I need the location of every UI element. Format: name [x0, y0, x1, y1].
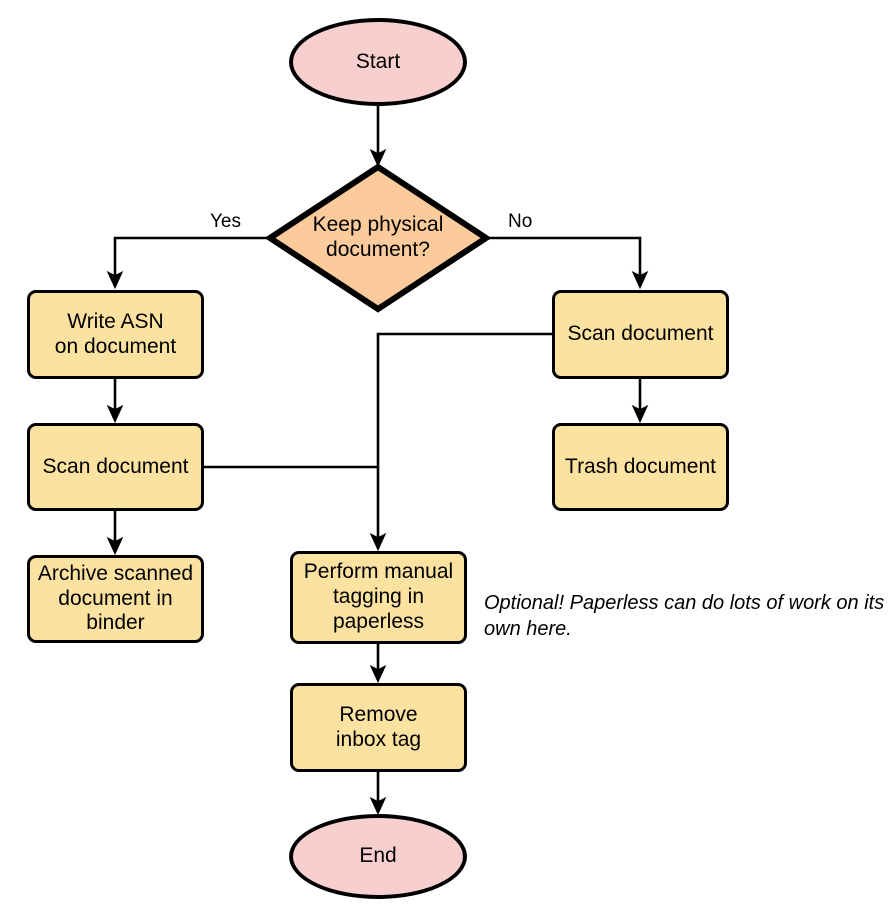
node-end[interactable]: End: [289, 814, 467, 899]
node-decision-label: Keep physical document?: [312, 213, 444, 261]
diamond-shape: [266, 163, 490, 313]
edge-scan-right-to-tagging: [369, 332, 552, 552]
node-remove-inbox-tag[interactable]: Remove inbox tag: [290, 683, 467, 772]
node-scan-document-right[interactable]: Scan document: [552, 290, 729, 379]
node-archive-scanned-document-in-binder[interactable]: Archive scanned document in binder: [27, 555, 204, 643]
edge-decision-to-scan-right: [488, 236, 649, 290]
node-scan-document-left[interactable]: Scan document: [27, 423, 204, 511]
edge-label-no: No: [508, 211, 533, 232]
edge-decision-to-write-asn: [106, 236, 268, 290]
annotation-optional-note: Optional! Paperless can do lots of work …: [484, 592, 885, 640]
node-start[interactable]: Start: [289, 18, 467, 106]
node-write-asn-on-document[interactable]: Write ASN on document: [27, 290, 204, 379]
node-trash-document[interactable]: Trash document: [552, 423, 729, 511]
node-perform-manual-tagging-in-paperless[interactable]: Perform manual tagging in paperless: [290, 551, 467, 644]
node-decision-keep-physical-document[interactable]: Keep physical document?: [266, 163, 490, 313]
edge-label-yes: Yes: [210, 211, 241, 232]
